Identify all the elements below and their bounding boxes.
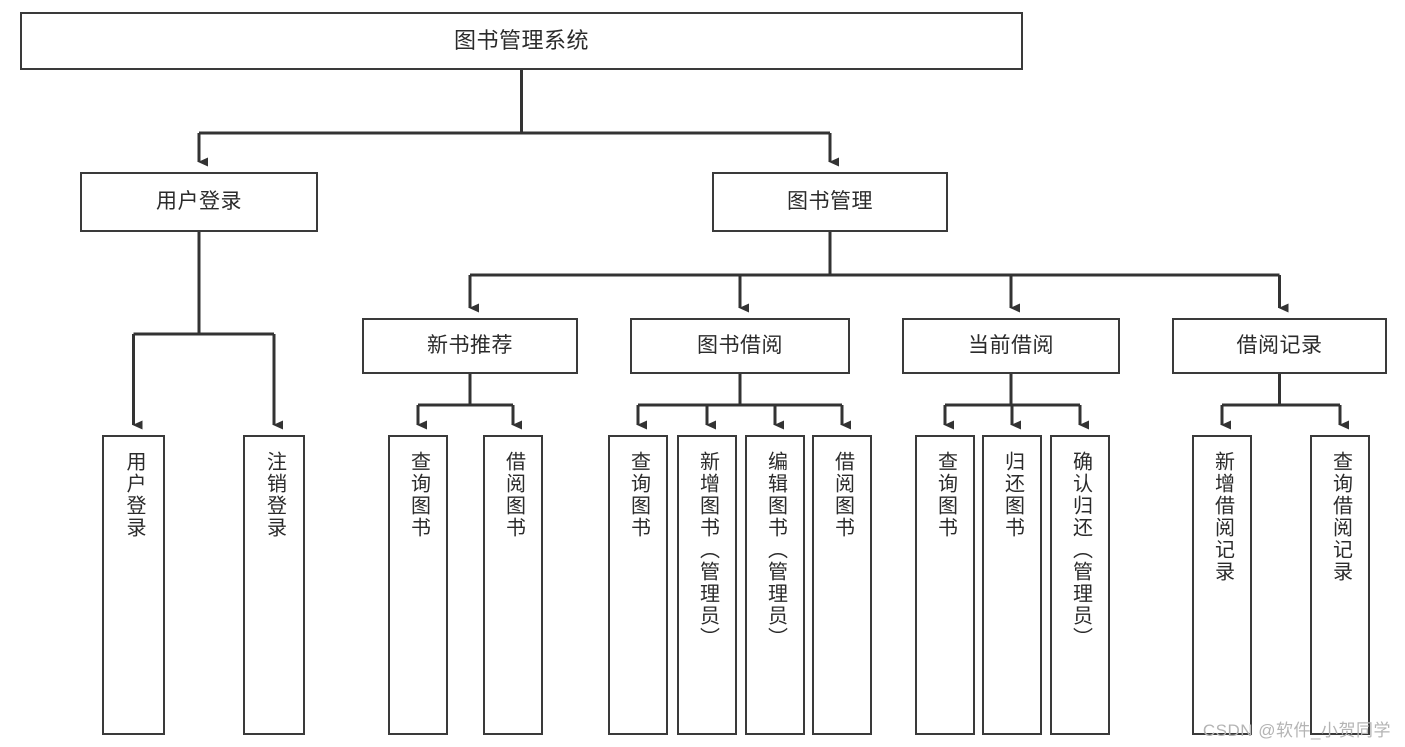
node-leaf-query-record[interactable]: 查询借阅记录 bbox=[1310, 435, 1370, 735]
node-label-current-borrow: 当前借阅 bbox=[968, 333, 1054, 357]
node-book-manage[interactable]: 图书管理 bbox=[712, 172, 948, 232]
node-label-leaf-add-book: 新增图书（管理员） bbox=[696, 451, 719, 649]
node-label-leaf-confirm-return: 确认归还（管理员） bbox=[1069, 451, 1092, 649]
node-leaf-query-book-rec[interactable]: 查询图书 bbox=[388, 435, 448, 735]
node-leaf-user-login[interactable]: 用户登录 bbox=[102, 435, 165, 735]
node-label-user-login: 用户登录 bbox=[156, 189, 242, 213]
node-leaf-add-record[interactable]: 新增借阅记录 bbox=[1192, 435, 1252, 735]
node-label-leaf-query-record: 查询借阅记录 bbox=[1329, 451, 1352, 583]
node-leaf-add-book[interactable]: 新增图书（管理员） bbox=[677, 435, 737, 735]
node-leaf-borrow-book-rec[interactable]: 借阅图书 bbox=[483, 435, 543, 735]
node-label-book-manage: 图书管理 bbox=[787, 189, 873, 213]
node-label-leaf-query-book-rec: 查询图书 bbox=[407, 451, 430, 539]
node-book-borrow[interactable]: 图书借阅 bbox=[630, 318, 850, 374]
node-root[interactable]: 图书管理系统 bbox=[20, 12, 1023, 70]
node-new-book-recommend[interactable]: 新书推荐 bbox=[362, 318, 578, 374]
node-leaf-borrow-book-bb[interactable]: 借阅图书 bbox=[812, 435, 872, 735]
node-label-leaf-add-record: 新增借阅记录 bbox=[1211, 451, 1234, 583]
node-label-leaf-borrow-book-rec: 借阅图书 bbox=[502, 451, 525, 539]
node-borrow-record[interactable]: 借阅记录 bbox=[1172, 318, 1387, 374]
node-leaf-query-book-bb[interactable]: 查询图书 bbox=[608, 435, 668, 735]
node-label-leaf-borrow-book-bb: 借阅图书 bbox=[831, 451, 854, 539]
node-label-leaf-query-book-bb: 查询图书 bbox=[627, 451, 650, 539]
node-user-login[interactable]: 用户登录 bbox=[80, 172, 318, 232]
node-label-new-book-recommend: 新书推荐 bbox=[427, 333, 513, 357]
node-label-borrow-record: 借阅记录 bbox=[1236, 333, 1323, 357]
watermark-label: CSDN @软件_小贺同学 bbox=[1202, 721, 1391, 740]
node-leaf-query-book-cb[interactable]: 查询图书 bbox=[915, 435, 975, 735]
node-label-leaf-query-book-cb: 查询图书 bbox=[934, 451, 957, 539]
node-leaf-logout[interactable]: 注销登录 bbox=[243, 435, 305, 735]
node-label-leaf-return-book: 归还图书 bbox=[1001, 451, 1024, 539]
node-leaf-return-book[interactable]: 归还图书 bbox=[982, 435, 1042, 735]
node-leaf-edit-book[interactable]: 编辑图书（管理员） bbox=[745, 435, 805, 735]
node-label-book-borrow: 图书借阅 bbox=[697, 333, 783, 357]
node-current-borrow[interactable]: 当前借阅 bbox=[902, 318, 1120, 374]
node-label-leaf-logout: 注销登录 bbox=[263, 451, 286, 539]
node-label-leaf-user-login: 用户登录 bbox=[123, 451, 145, 539]
node-leaf-confirm-return[interactable]: 确认归还（管理员） bbox=[1050, 435, 1110, 735]
node-label-root: 图书管理系统 bbox=[453, 28, 589, 54]
node-label-leaf-edit-book: 编辑图书（管理员） bbox=[764, 451, 787, 649]
